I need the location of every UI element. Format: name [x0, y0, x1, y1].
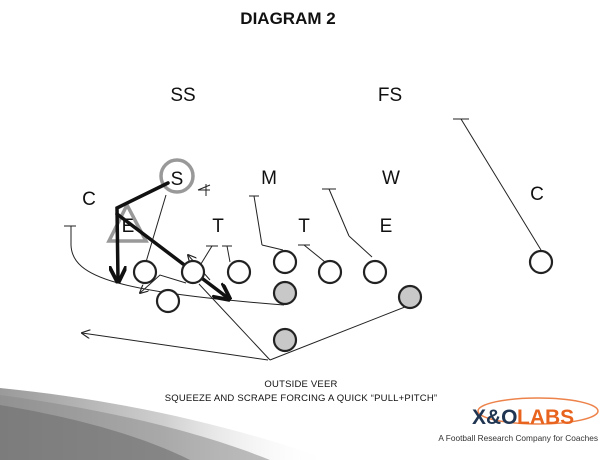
player-wr — [528, 249, 554, 275]
player-fullback — [272, 327, 298, 353]
corner-swoosh — [0, 388, 330, 460]
label-c-right: C — [530, 184, 544, 205]
label-m: M — [261, 168, 277, 189]
caption-line1: OUTSIDE VEER — [264, 379, 337, 390]
player-wing — [155, 288, 181, 314]
diagram-title: DIAGRAM 2 — [240, 9, 335, 28]
label-c-left: C — [82, 189, 96, 210]
player-center — [272, 249, 298, 275]
xo-labs-logo: X&O LABS A Football Research Company for… — [438, 397, 599, 443]
player-pitch-back — [397, 284, 423, 310]
player-lt — [180, 259, 206, 285]
label-s: S — [171, 169, 184, 190]
label-ss: SS — [170, 85, 195, 106]
s-highlight-circle — [159, 158, 195, 194]
offense — [132, 249, 554, 353]
label-t-left: T — [212, 216, 224, 237]
logo-xo: X&O — [472, 406, 518, 429]
label-e-right: E — [380, 216, 393, 237]
label-t-right: T — [298, 216, 310, 237]
logo-tagline: A Football Research Company for Coaches — [438, 433, 598, 443]
label-w: W — [382, 168, 400, 189]
label-fs: FS — [378, 85, 402, 106]
player-lg — [226, 259, 252, 285]
caption-line2: SQUEEZE AND SCRAPE FORCING A QUICK “PULL… — [165, 393, 438, 404]
player-te — [132, 259, 158, 285]
bold-fit-arrows — [117, 181, 228, 298]
player-rt — [362, 259, 388, 285]
logo-labs: LABS — [517, 406, 574, 429]
player-rg — [317, 259, 343, 285]
player-qb — [272, 280, 298, 306]
